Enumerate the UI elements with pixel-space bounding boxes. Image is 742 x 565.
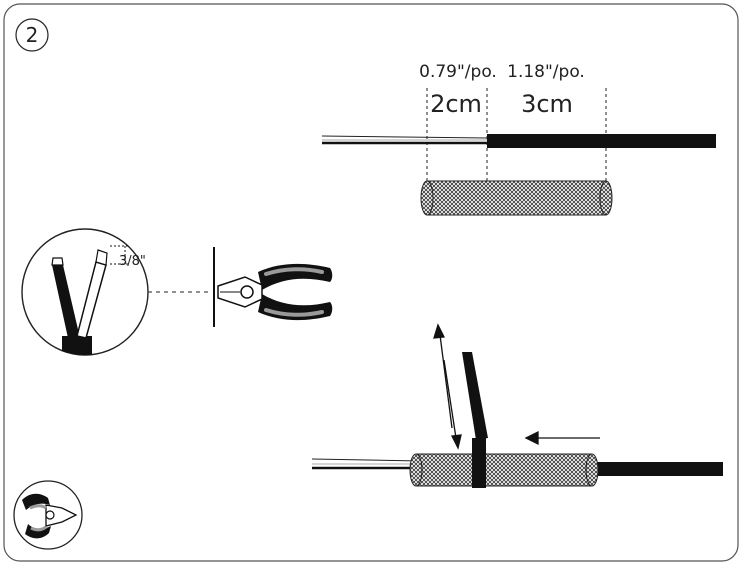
step-number: 2 — [26, 23, 39, 47]
braided-sleeve-bottom — [409, 453, 599, 487]
side-cutter-pliers-icon — [217, 263, 333, 321]
panel-frame — [3, 3, 739, 562]
imperial-left-label: 0.79"/po. — [419, 62, 497, 82]
metric-left-label: 2cm — [430, 90, 482, 118]
top-cable — [321, 134, 716, 148]
measure-guides — [426, 88, 607, 182]
strip-detail-callout: 3/8" — [21, 228, 149, 356]
strip-length-label: 3/8" — [119, 254, 146, 269]
heat-shrink-band — [462, 352, 488, 488]
pliers-tool-badge-icon — [13, 480, 83, 550]
step-number-badge: 2 — [15, 18, 49, 52]
imperial-right-label: 1.18"/po. — [507, 62, 585, 82]
metric-right-label: 3cm — [521, 90, 573, 118]
motion-arrows — [433, 323, 600, 450]
bottom-cable — [311, 458, 723, 476]
braided-sleeve-top — [420, 180, 613, 216]
